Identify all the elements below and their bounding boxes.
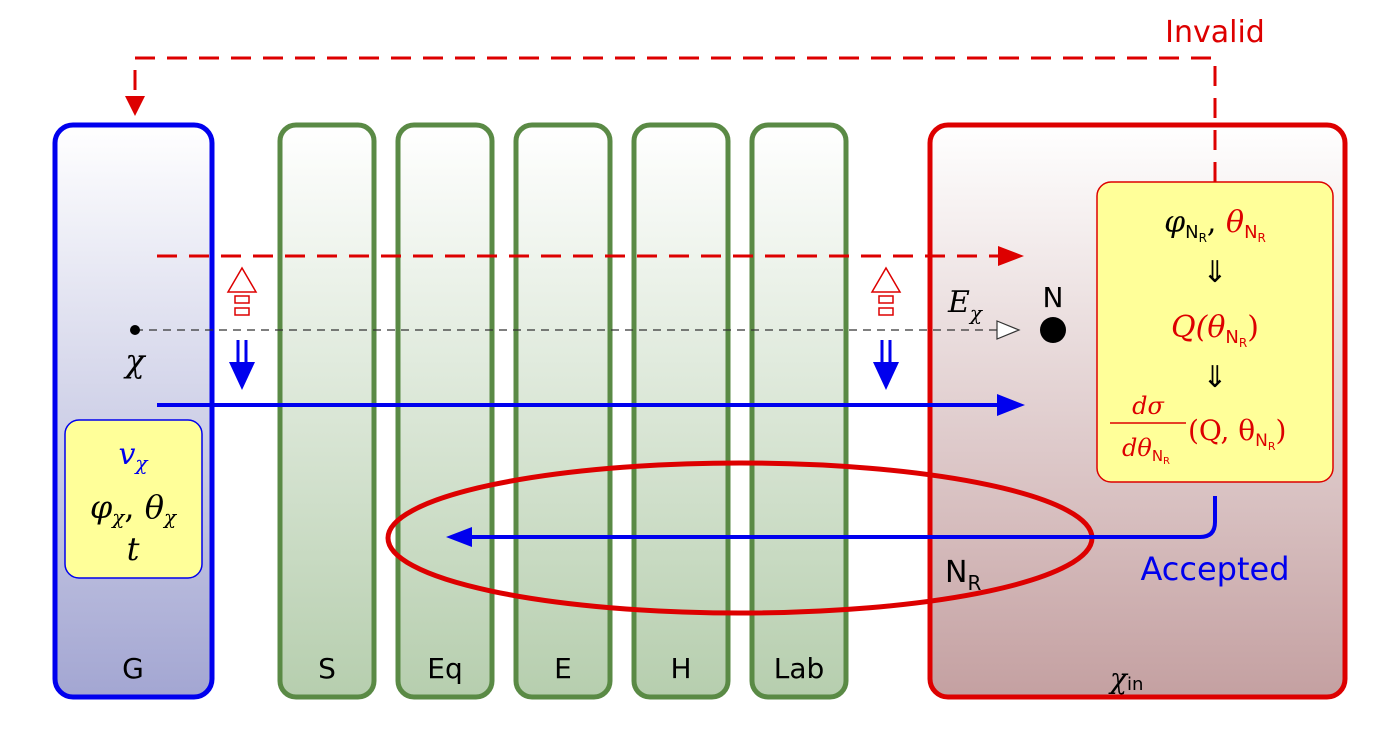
invalid-trajectory-head [998, 246, 1024, 266]
accepted-label: Accepted [1140, 550, 1289, 588]
layer-lab-label: Lab [774, 652, 825, 685]
particle-chi-label: χ [123, 342, 146, 380]
cross-section-arguments: (Q, θNR) [1188, 414, 1286, 453]
source-time: t [127, 530, 140, 568]
layer-eq [395, 122, 495, 700]
invalid-return-path [133, 56, 1217, 182]
double-down-arrow-left [229, 340, 255, 390]
hollow-up-arrow-right [870, 266, 902, 316]
source-parameters-box [64, 419, 203, 579]
generator-panel [52, 122, 215, 700]
layer-eq-label: Eq [427, 652, 462, 685]
accepted-return-path [470, 496, 1217, 539]
recoil-label: NR [945, 555, 981, 595]
nucleus-dot [1040, 317, 1066, 343]
layer-e-label: E [554, 652, 572, 685]
nucleus-label: N [1043, 281, 1064, 314]
cross-section-numerator: dσ [1132, 392, 1164, 420]
detector-label: χin [1108, 662, 1143, 695]
accepted-return-head [446, 527, 472, 547]
implies-arrow-1: ⇓ [1202, 255, 1227, 290]
layer-s-label: S [318, 652, 336, 685]
double-down-arrow-right [873, 340, 899, 390]
source-angles: φχ, θχ [90, 488, 178, 529]
invalid-label: Invalid [1165, 15, 1265, 50]
source-velocity: vχ [118, 437, 149, 475]
cross-section-denominator: dθNR [1122, 434, 1170, 467]
recoil-process-box [1096, 181, 1334, 483]
invalid-arrowhead [125, 96, 145, 116]
energy-label: Eχ [947, 285, 984, 325]
energy-transfer-head [996, 320, 1021, 340]
particle-chi-dot [130, 325, 140, 335]
hollow-up-arrow-left [226, 266, 258, 316]
recoil-angles: φNR, θNR [1164, 205, 1266, 245]
layer-s [277, 122, 377, 700]
generator-label: G [122, 652, 144, 685]
layer-h [631, 122, 731, 700]
layer-e [513, 122, 613, 700]
accepted-trajectory-head [997, 394, 1025, 416]
implies-arrow-2: ⇓ [1202, 360, 1227, 395]
layer-h-label: H [670, 652, 691, 685]
layer-lab [749, 122, 849, 700]
momentum-transfer: Q(θNR) [1171, 310, 1259, 350]
